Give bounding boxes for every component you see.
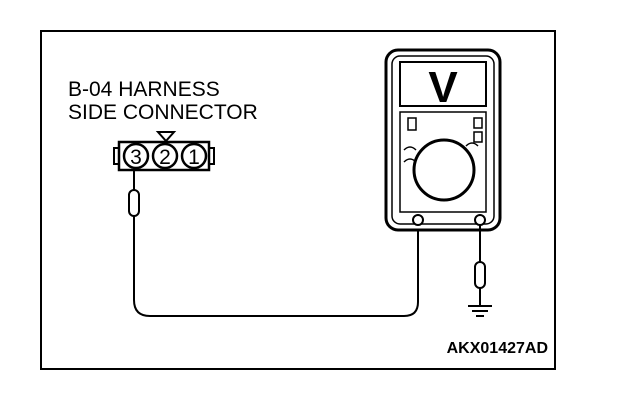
connector-probe xyxy=(128,170,140,226)
connector-pin-3 xyxy=(122,142,150,170)
connector-label-line1: B-04 HARNESS xyxy=(68,78,220,101)
figure-code: AKX01427AD xyxy=(446,340,548,357)
meter-display xyxy=(399,61,487,107)
connector-label: B-04 HARNESS SIDE CONNECTOR xyxy=(68,78,258,124)
test-lead-wire xyxy=(133,226,419,317)
meter-dial xyxy=(412,138,476,202)
harness-connector: 3 2 1 xyxy=(113,131,215,172)
voltmeter: V xyxy=(384,48,502,232)
connector-label-line2: SIDE CONNECTOR xyxy=(68,101,258,124)
connector-pin-2 xyxy=(151,142,179,170)
pin-label-1: 1 xyxy=(188,146,200,169)
connector-pin-1 xyxy=(180,142,208,170)
meter-button-right-2 xyxy=(473,131,483,143)
meter-jack-positive xyxy=(412,214,424,226)
pin-label-2: 2 xyxy=(159,146,171,169)
meter-jack-negative xyxy=(474,214,486,226)
pin-label-3: 3 xyxy=(130,146,142,169)
ground-symbol-icon xyxy=(468,305,492,317)
meter-display-unit: V xyxy=(428,63,458,112)
meter-button-right-1 xyxy=(473,117,483,129)
meter-button-left xyxy=(407,117,417,131)
ground-lead xyxy=(474,225,486,306)
connector-key-icon xyxy=(155,131,177,143)
